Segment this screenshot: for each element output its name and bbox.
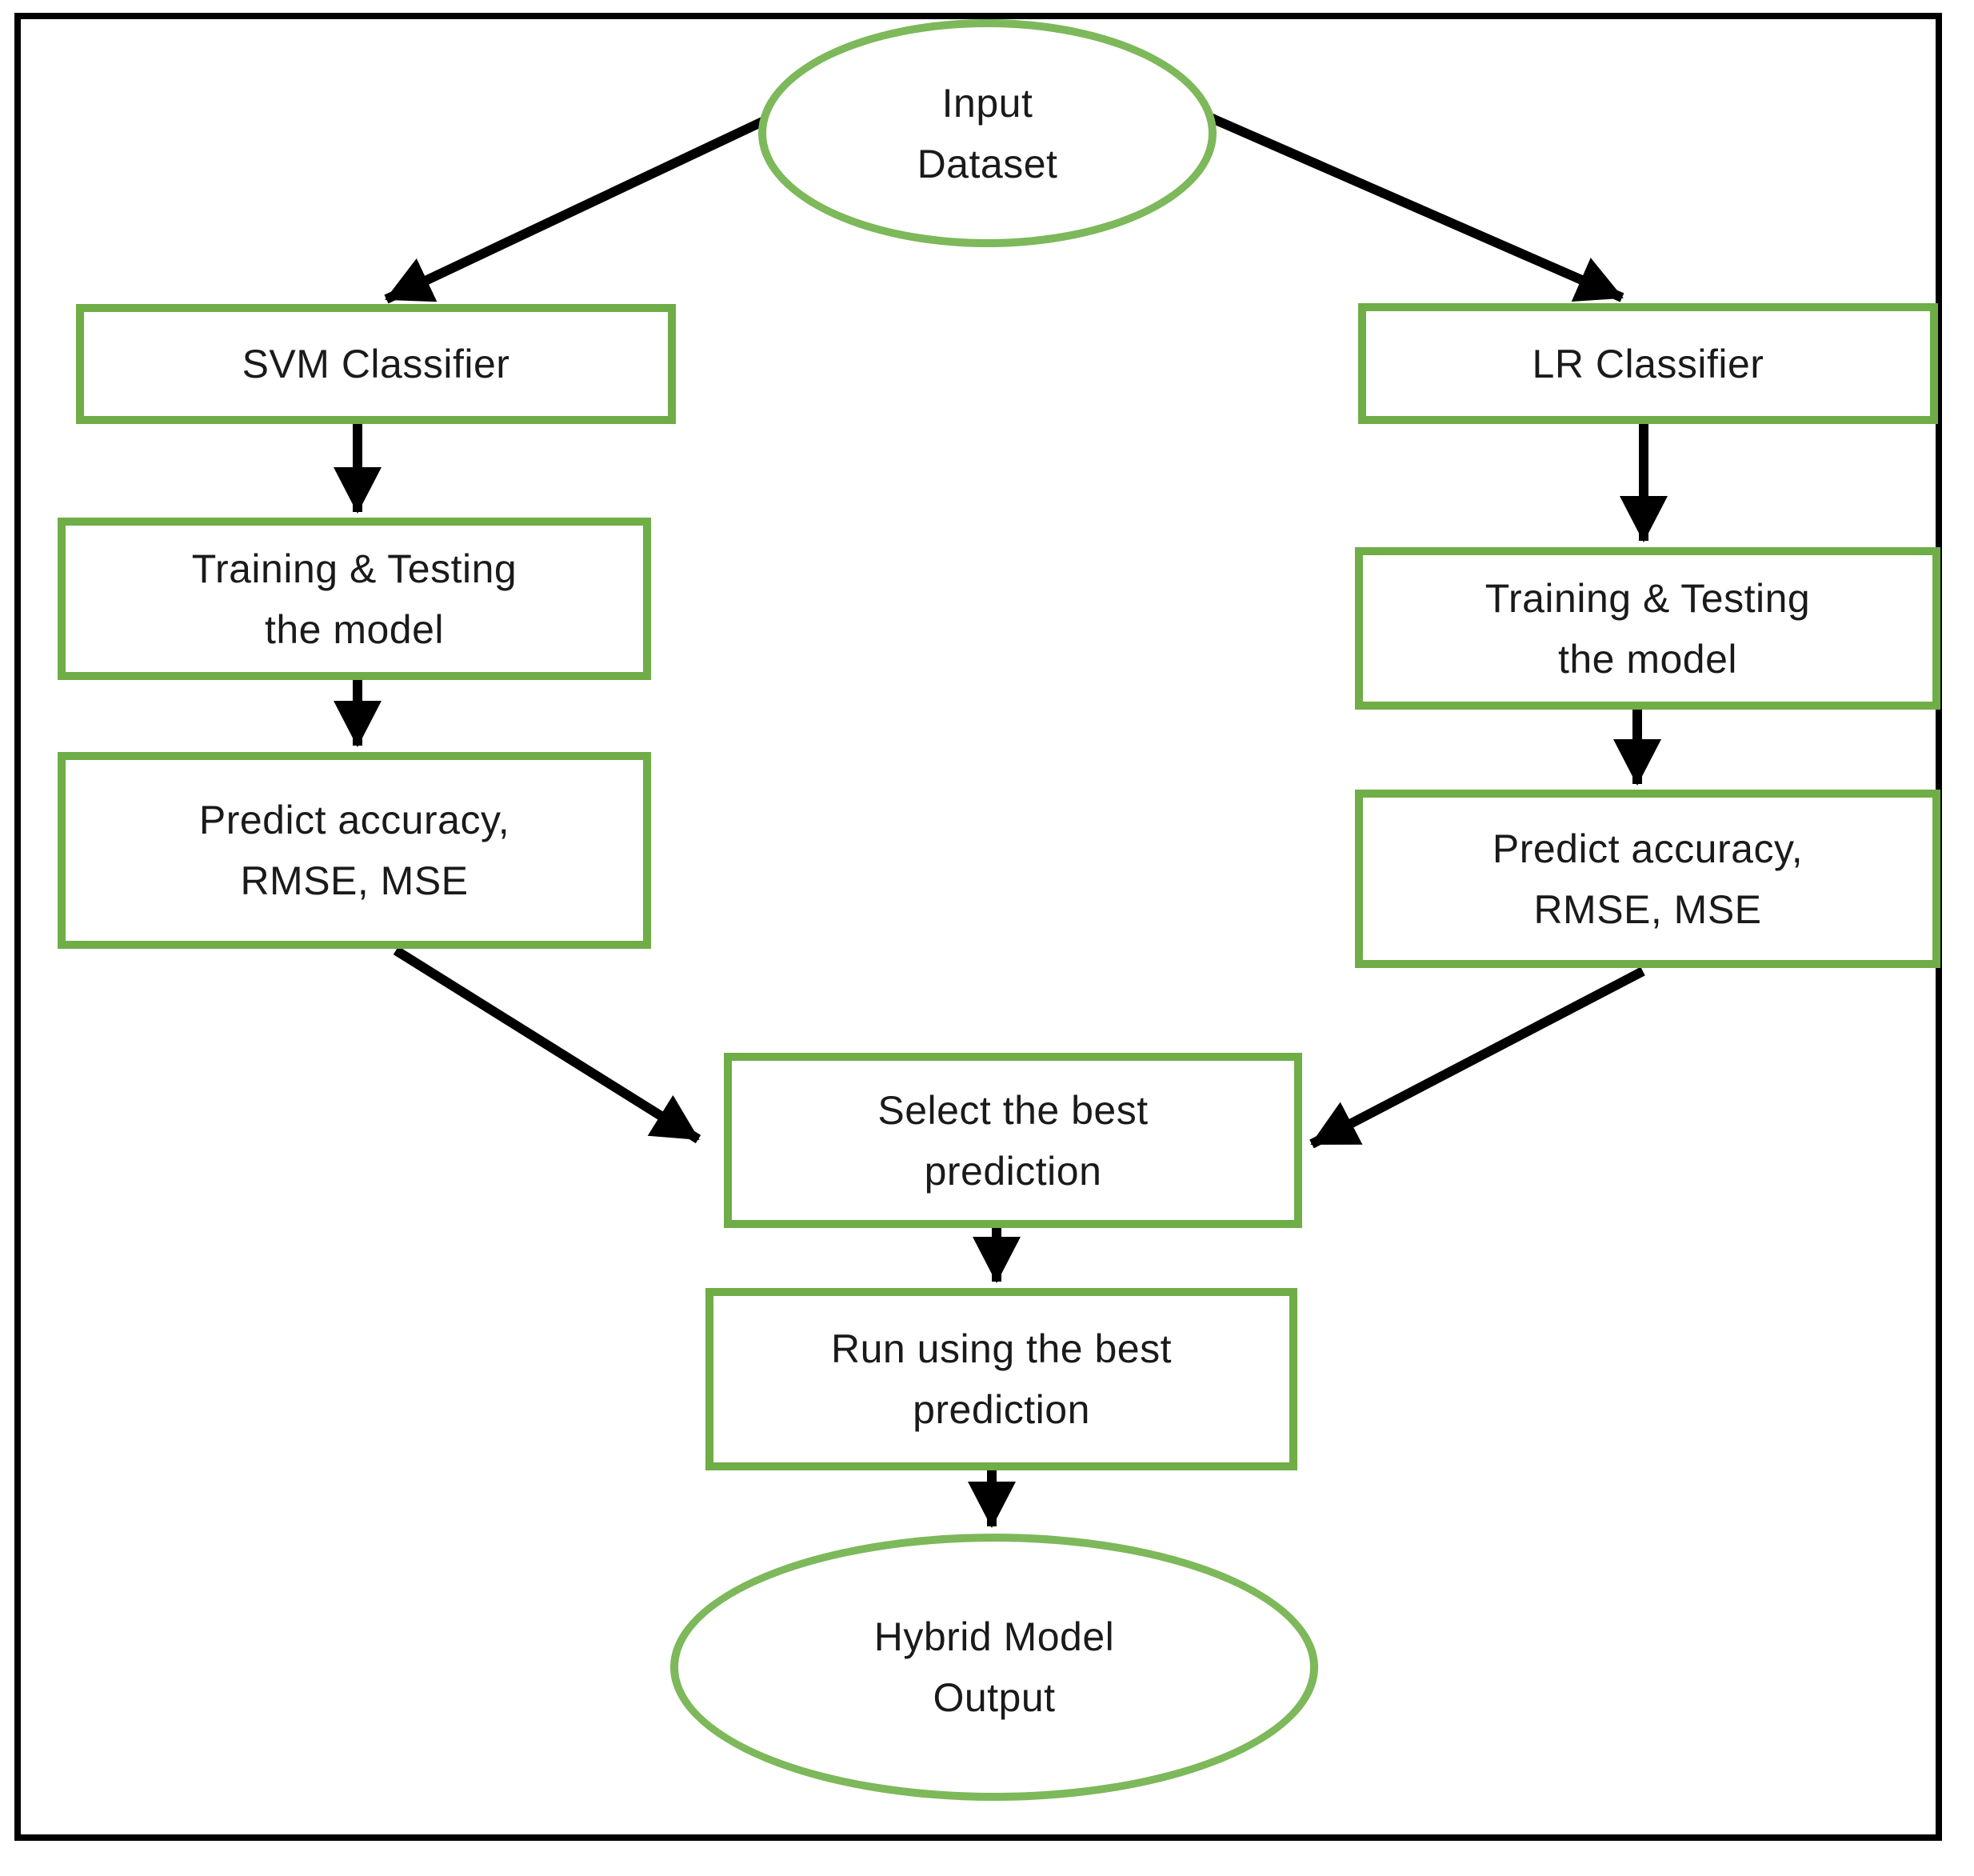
node-input-dataset: Input Dataset (758, 19, 1217, 247)
node-lr-predict-label: Predict accuracy, RMSE, MSE (1492, 826, 1804, 932)
node-select-best-prediction-label: Select the best prediction (877, 1087, 1149, 1194)
node-lr-predict: Predict accuracy, RMSE, MSE (1355, 790, 1940, 968)
node-run-best-prediction: Run using the best prediction (705, 1288, 1297, 1470)
node-input-dataset-label: Input Dataset (917, 80, 1058, 186)
node-svm-predict-label: Predict accuracy, RMSE, MSE (198, 798, 510, 903)
node-svm-classifier: SVM Classifier (76, 304, 676, 424)
node-hybrid-model-output: Hybrid Model Output (670, 1534, 1318, 1801)
node-lr-classifier-label: LR Classifier (1532, 341, 1764, 386)
node-select-best-prediction: Select the best prediction (724, 1053, 1302, 1228)
node-run-best-prediction-label: Run using the best prediction (831, 1326, 1172, 1432)
node-svm-training-label: Training & Testing the model (191, 546, 517, 652)
node-lr-training: Training & Testing the model (1355, 547, 1940, 710)
node-lr-training-label: Training & Testing the model (1484, 575, 1811, 682)
node-svm-training: Training & Testing the model (58, 518, 651, 680)
node-svm-predict: Predict accuracy, RMSE, MSE (58, 752, 651, 949)
node-lr-classifier: LR Classifier (1358, 303, 1938, 424)
node-svm-classifier-label: SVM Classifier (242, 342, 510, 386)
node-hybrid-model-output-label: Hybrid Model Output (873, 1614, 1115, 1720)
